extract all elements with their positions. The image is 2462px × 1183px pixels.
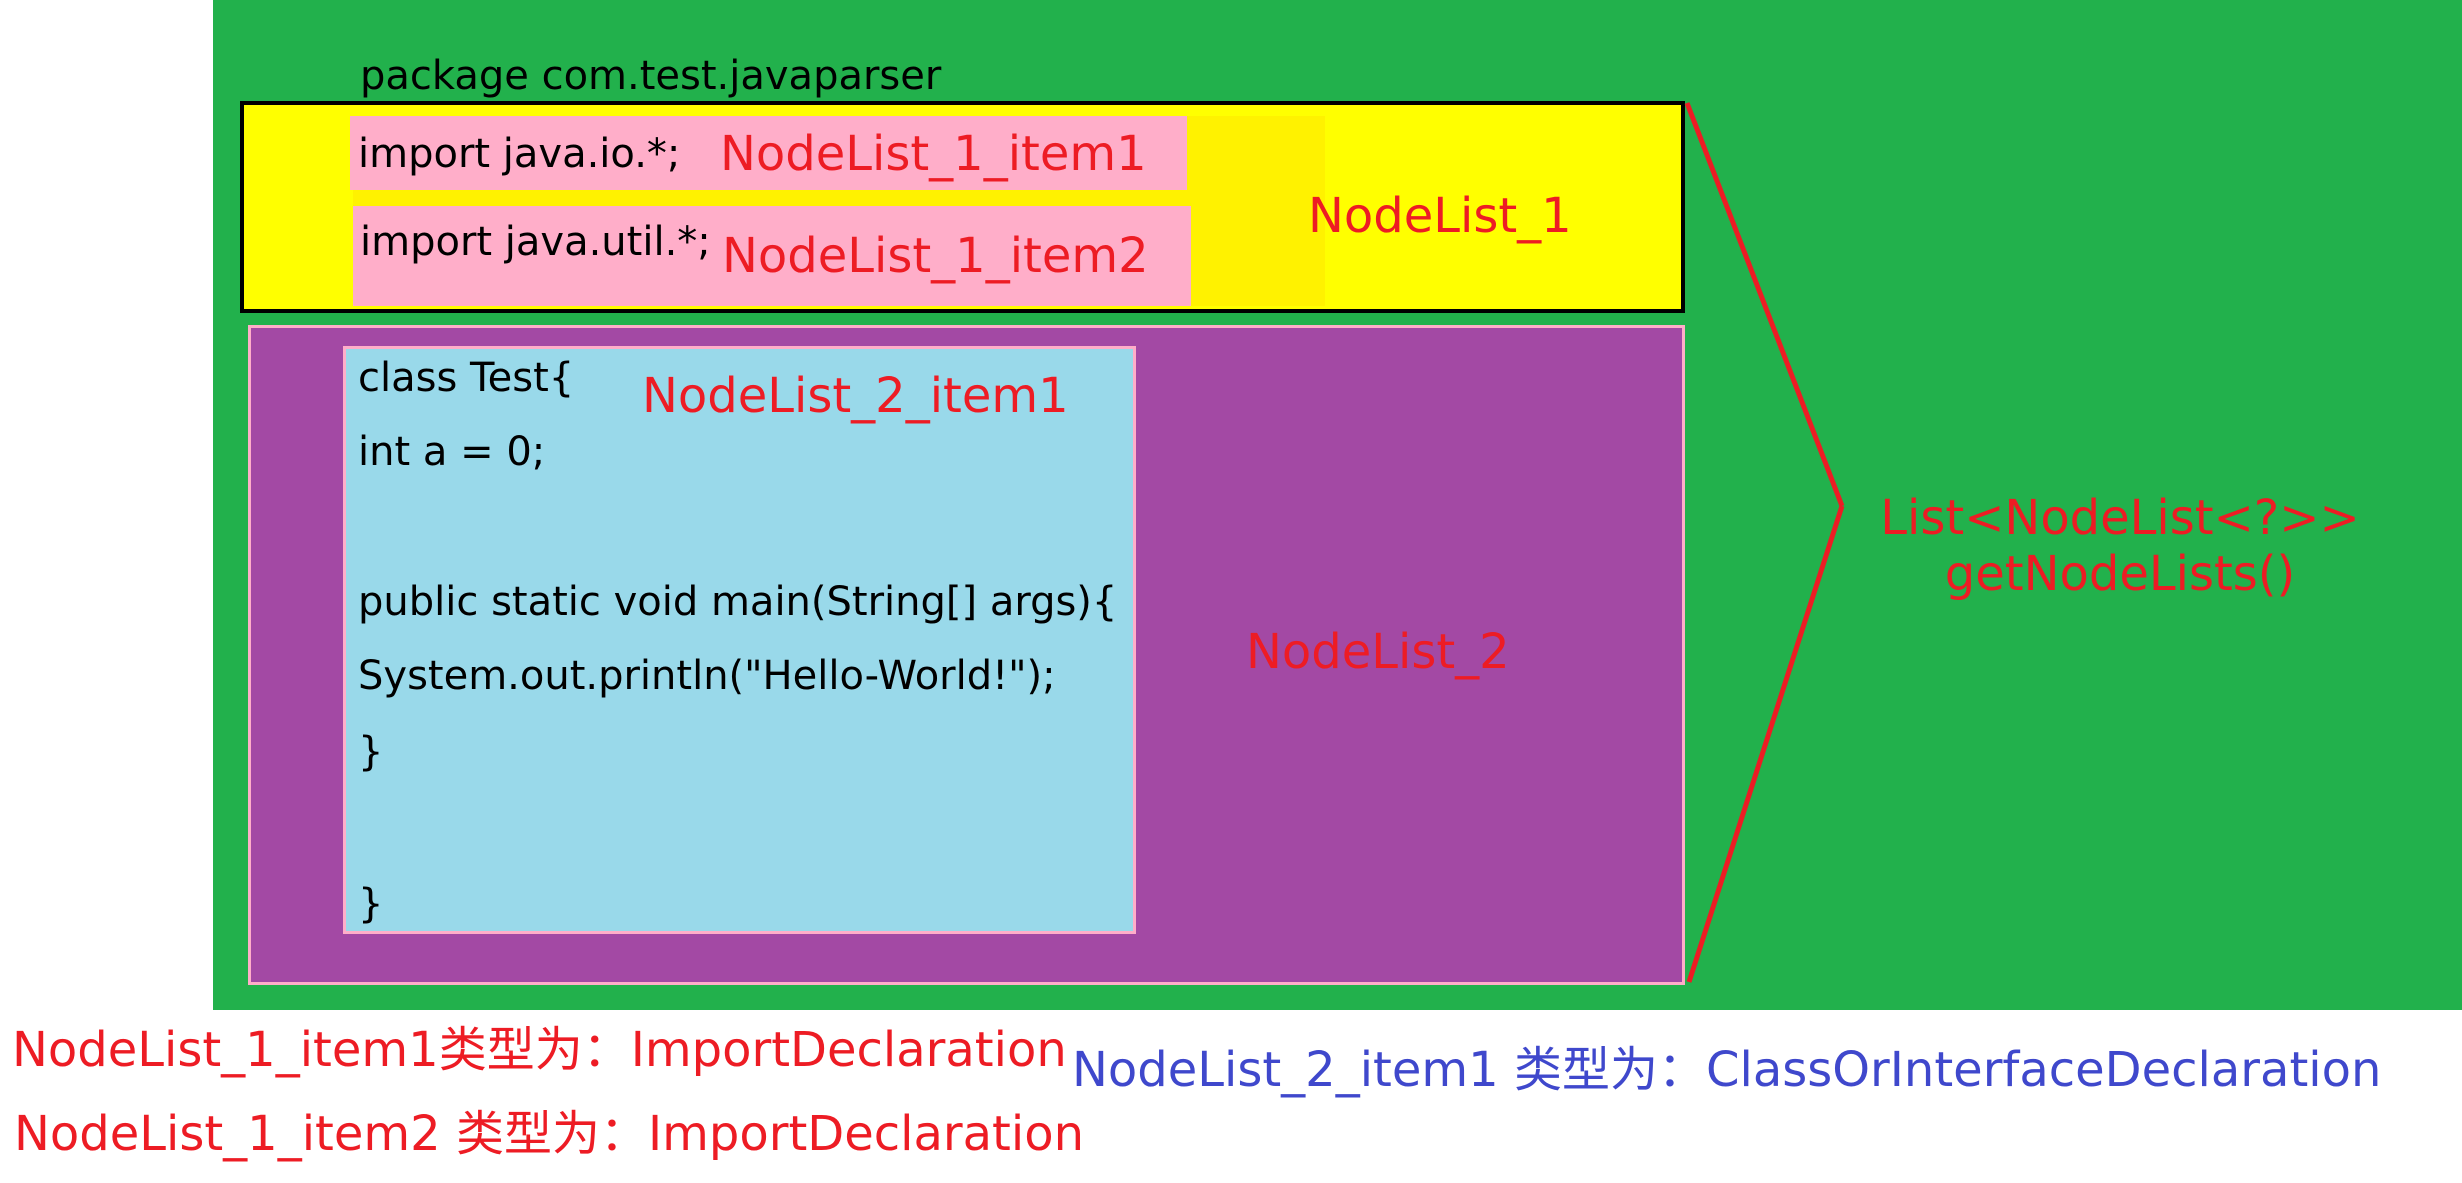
brace-lower-line bbox=[1686, 505, 1845, 983]
nodelist1-item2-highlight bbox=[353, 206, 1191, 306]
nodelist1-item1-highlight bbox=[350, 116, 1187, 190]
code-line-println: System.out.println("Hello-World!"); bbox=[358, 653, 1056, 699]
import-io-line: import java.io.*; bbox=[358, 131, 681, 177]
method-name: getNodeLists() bbox=[1944, 546, 2296, 602]
brace-upper-line bbox=[1684, 102, 1845, 507]
nodelist2-label: NodeList_2 bbox=[1246, 624, 1510, 680]
footnote-item1-type: NodeList_1_item1类型为：ImportDeclaration bbox=[12, 1022, 1067, 1078]
nodelist2-item1-label: NodeList_2_item1 bbox=[642, 368, 1069, 424]
code-line-main: public static void main(String[] args){ bbox=[358, 579, 1118, 625]
method-return-type: List<NodeList<?>> bbox=[1880, 490, 2360, 546]
footnote-nl2-item1-type: NodeList_2_item1 类型为：ClassOrInterfaceDec… bbox=[1072, 1042, 2382, 1098]
nodelist1-item2-label: NodeList_1_item2 bbox=[722, 228, 1149, 284]
footnote-item2-type: NodeList_1_item2 类型为：ImportDeclaration bbox=[14, 1106, 1084, 1162]
code-line-field: int a = 0; bbox=[358, 429, 546, 475]
code-line-close-method: } bbox=[358, 729, 384, 775]
code-line-close-class: } bbox=[358, 881, 384, 927]
package-line: package com.test.javaparser bbox=[360, 53, 942, 99]
nodelist1-label: NodeList_1 bbox=[1308, 188, 1572, 244]
nodelist1-item1-label: NodeList_1_item1 bbox=[720, 126, 1147, 182]
nodelist2-item1-block bbox=[343, 346, 1136, 934]
code-line-class: class Test{ bbox=[358, 355, 575, 401]
import-util-line: import java.util.*; bbox=[360, 219, 711, 265]
